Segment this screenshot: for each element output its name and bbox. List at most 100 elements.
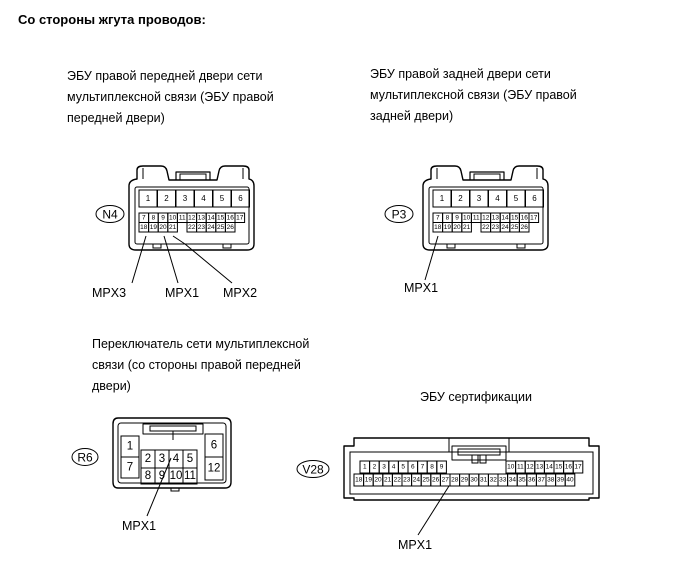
v28-pin-number: 24 (413, 477, 421, 484)
v28-latch (451, 445, 507, 461)
n4-pin-number: 9 (161, 214, 165, 221)
v28-pin-number: 19 (365, 477, 373, 484)
n4-leader-mpx2 (172, 235, 233, 284)
v28-leader-mpx1 (417, 485, 450, 536)
r6-pin-number: 11 (184, 470, 196, 482)
v28-pin-number: 14 (546, 464, 554, 471)
r6-pin-number: 4 (173, 453, 180, 465)
n4-pin-number: 26 (227, 224, 235, 231)
v28-pin-number: 20 (374, 477, 382, 484)
p3-pin-number: 11 (473, 214, 480, 221)
p3-pin-number: 1 (440, 194, 445, 203)
r6-pin-cavity (204, 456, 224, 481)
v28-pin-number: 36 (528, 477, 536, 484)
connector-tag-label: R6 (77, 451, 93, 465)
n4-pin-number: 21 (169, 224, 177, 231)
n4-pin-number: 25 (217, 224, 225, 231)
n4-pin-cavity (167, 222, 178, 233)
v28-pin-number: 30 (470, 477, 478, 484)
v28-pin-number: 28 (451, 477, 459, 484)
p3-pin-cavity (461, 222, 472, 233)
n4-pin-cavity (224, 222, 236, 233)
v28-pin-number: 29 (461, 477, 469, 484)
n4-pin-number: 22 (188, 224, 196, 231)
v28-pin-number: 1 (363, 464, 367, 471)
n4-leader-mpx1 (163, 235, 179, 284)
v28-pin-number: 21 (384, 477, 392, 484)
p3-pin-number: 7 (436, 214, 440, 221)
v28-pin-number: 32 (490, 477, 498, 484)
p3-title-line: задней двери) (370, 109, 454, 123)
v28-pin-number: 27 (442, 477, 450, 484)
r6-title-line: Переключатель сети мультиплексной (92, 337, 310, 351)
v28-title-line: ЭБУ сертификации (420, 390, 532, 404)
n4-pin-number: 7 (142, 214, 146, 221)
n4-pin-number: 18 (140, 224, 148, 231)
n4-pin-number: 23 (198, 224, 206, 231)
connector-tag-label: N4 (102, 208, 118, 222)
r6-key (170, 487, 180, 492)
p3-pin-number: 5 (514, 194, 519, 203)
n4-pin-number: 15 (217, 214, 225, 221)
v28-pin-number: 11 (517, 464, 524, 471)
p3-pin-number: 4 (495, 194, 500, 203)
p3-pin-number: 19 (444, 224, 452, 231)
p3-pin-number: 12 (482, 214, 490, 221)
p3-title: ЭБУ правой задней двери сети мультиплекс… (370, 64, 577, 127)
v28-pin-number: 22 (394, 477, 402, 484)
v28-mpx1-label: MPX1 (398, 538, 432, 552)
p3-leader-mpx1 (424, 235, 439, 281)
p3-pin-number: 3 (477, 194, 482, 203)
v28-pin-number: 16 (565, 464, 573, 471)
n4-pin-number: 20 (159, 224, 167, 231)
p3-pin-number: 8 (446, 214, 450, 221)
r6-title: Переключатель сети мультиплексной связи … (92, 334, 309, 397)
v28-pin-number: 37 (538, 477, 546, 484)
r6-title-line: двери) (92, 379, 131, 393)
n4-latch (175, 171, 211, 180)
v28-latch-tab (479, 454, 487, 464)
connector-tag-label: V28 (302, 463, 324, 477)
p3-pin-number: 26 (521, 224, 529, 231)
r6-pin-number: 3 (159, 453, 165, 465)
v28-pin-number: 6 (411, 464, 415, 471)
n4-connector-shell (128, 165, 255, 251)
v28-pin-number: 38 (547, 477, 555, 484)
r6-title-line: связи (со стороны правой передней (92, 358, 301, 372)
n4-pin-number: 3 (183, 194, 188, 203)
r6-leader-mpx1 (146, 457, 172, 517)
p3-pin-number: 18 (434, 224, 442, 231)
p3-pin-number: 16 (521, 214, 529, 221)
n4-key (152, 243, 162, 249)
connector-tag-ellipse (95, 205, 125, 223)
v28-pin-number: 40 (566, 477, 574, 484)
v28-pin-number: 10 (507, 464, 515, 471)
connector-tag-label: P3 (392, 208, 407, 222)
p3-pin-number: 15 (511, 214, 519, 221)
v28-pin-number: 39 (557, 477, 565, 484)
p3-pin-cavity (525, 189, 544, 208)
p3-pin-number: 21 (463, 224, 471, 231)
n4-title: ЭБУ правой передней двери сети мультипле… (67, 66, 274, 129)
v28-pin-number: 26 (432, 477, 440, 484)
p3-pin-number: 25 (511, 224, 519, 231)
n4-pin-cavity (234, 212, 246, 223)
v28-pin-number: 25 (422, 477, 430, 484)
p3-pin-cavity (518, 222, 530, 233)
n4-pin-number: 16 (227, 214, 235, 221)
v28-connector-shell (343, 437, 600, 501)
v28-pin-cavity (572, 460, 584, 474)
r6-pin-number: 7 (127, 462, 133, 474)
v28-latch-side (448, 438, 510, 452)
v28-latch-tab (471, 454, 479, 464)
v28-pin-number: 3 (382, 464, 386, 471)
p3-latch-inner (473, 173, 501, 181)
p3-pin-number: 24 (501, 224, 509, 231)
r6-pin-number: 9 (159, 470, 165, 482)
n4-pin-number: 2 (164, 194, 169, 203)
v28-pin-number: 9 (440, 464, 444, 471)
r6-pin-number: 12 (208, 463, 221, 475)
n4-pin-number: 6 (238, 194, 243, 203)
v28-title: ЭБУ сертификации (420, 387, 532, 408)
r6-pin-number: 8 (145, 470, 151, 482)
